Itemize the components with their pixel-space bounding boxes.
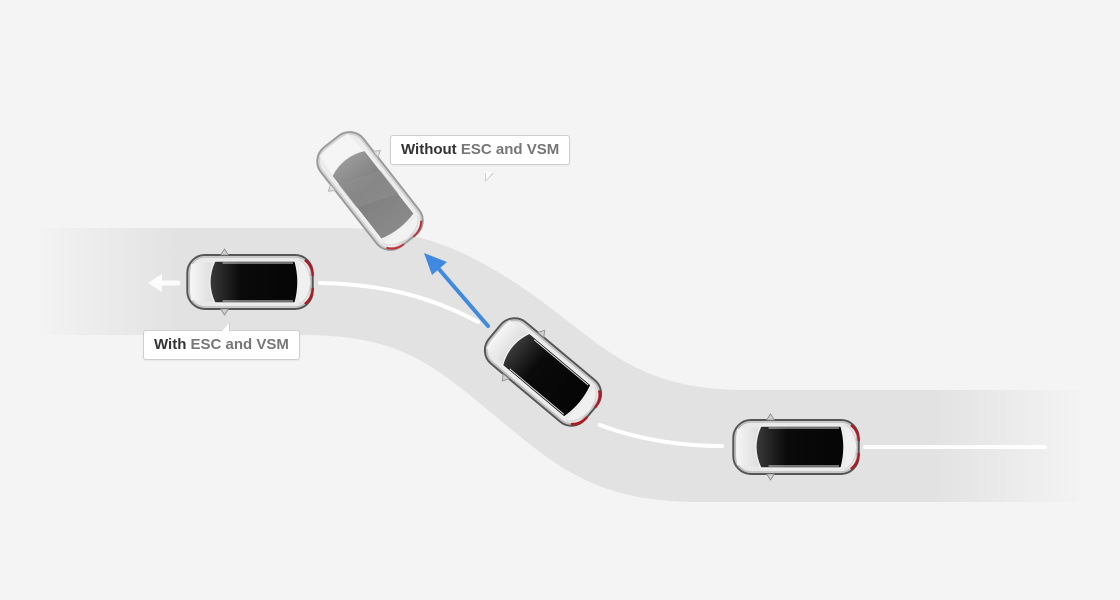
- up-left-arrow-icon: [424, 253, 490, 328]
- without-esc-label-strong: Without: [401, 141, 457, 158]
- left-arrow-icon: [148, 274, 181, 292]
- car-with-esc: [186, 247, 314, 317]
- with-esc-label: With ESC and VSM: [143, 322, 300, 360]
- with-esc-label-strong: With: [154, 336, 187, 353]
- car-start: [732, 412, 860, 482]
- without-esc-label: Without ESC and VSM: [390, 135, 571, 182]
- without-esc-label-light: ESC and VSM: [460, 141, 560, 158]
- lane-marking-left: [318, 281, 480, 324]
- with-esc-label-light: ESC and VSM: [190, 336, 289, 353]
- lane-marking-middle: [598, 423, 724, 448]
